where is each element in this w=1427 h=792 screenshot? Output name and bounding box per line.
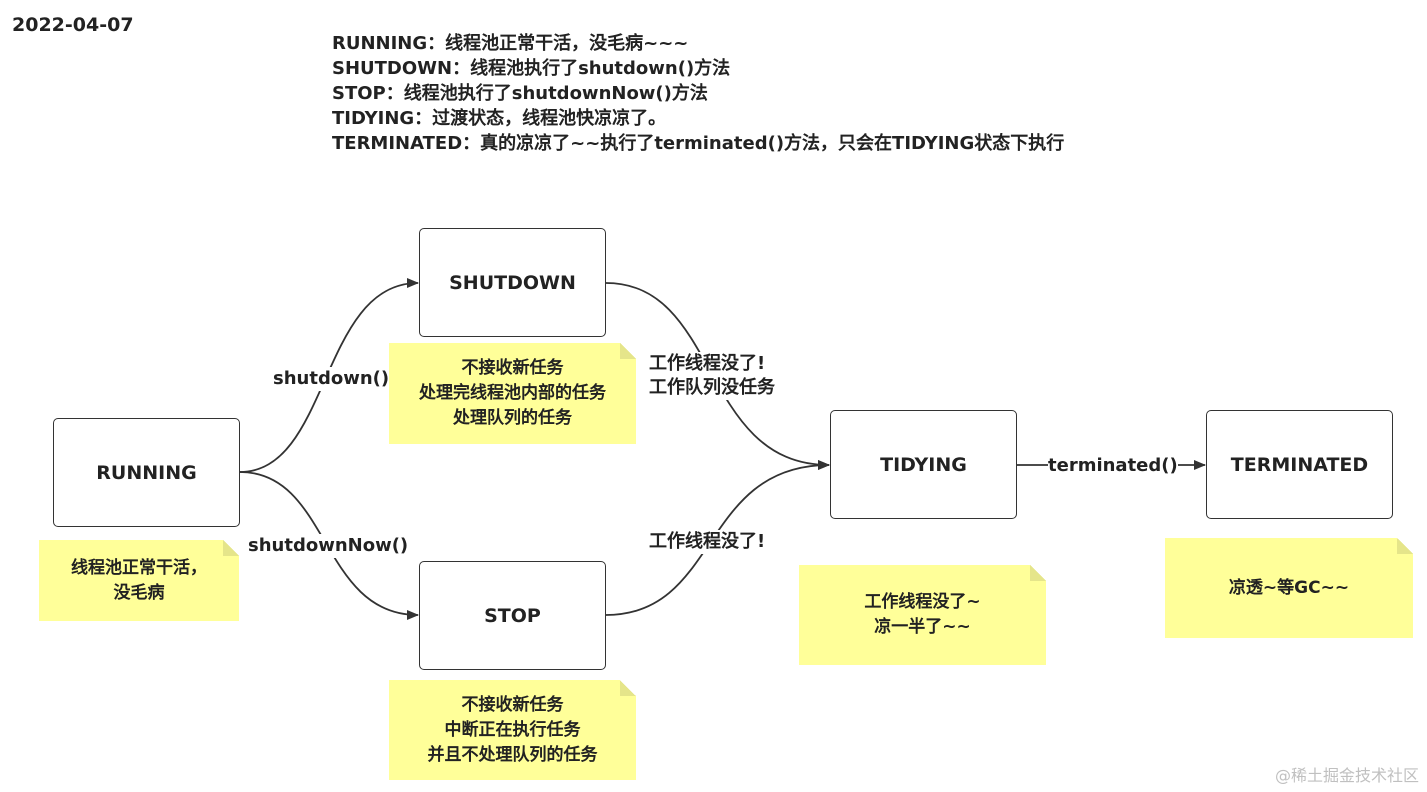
legend-line-terminated: TERMINATED：真的凉凉了~~执行了terminated()方法，只会在T… xyxy=(332,133,1065,154)
state-shutdown-label: SHUTDOWN xyxy=(449,271,576,294)
state-running: RUNNING xyxy=(53,418,240,527)
note-fold-icon xyxy=(620,343,636,359)
edge-label-shutdown-to-tidying: 工作线程没了! 工作队列没任务 xyxy=(649,352,775,400)
note-line: 工作线程没了~ xyxy=(864,592,981,612)
state-shutdown: SHUTDOWN xyxy=(419,228,606,337)
note-tidying: 工作线程没了~ 凉一半了~~ xyxy=(799,565,1046,665)
state-terminated: TERMINATED xyxy=(1206,410,1393,519)
edge-label-shutdownnow: shutdownNow() xyxy=(248,534,409,558)
note-running: 线程池正常干活， 没毛病 xyxy=(39,540,239,621)
legend-line-running: RUNNING：线程池正常干活，没毛病~~~ xyxy=(332,33,689,54)
note-fold-icon xyxy=(1030,565,1046,581)
edge-label-terminated: terminated() xyxy=(1048,454,1178,478)
legend-line-tidying: TIDYING：过渡状态，线程池快凉凉了。 xyxy=(332,108,667,129)
state-stop: STOP xyxy=(419,561,606,670)
note-line: 凉一半了~~ xyxy=(874,617,971,637)
state-tidying: TIDYING xyxy=(830,410,1017,519)
watermark: @稀土掘金技术社区 xyxy=(1274,766,1419,785)
edge-label-line-1: 工作线程没了! xyxy=(649,353,766,374)
note-terminated: 凉透~等GC~~ xyxy=(1165,538,1413,638)
date-label: 2022-04-07 xyxy=(12,14,134,36)
legend-line-stop: STOP：线程池执行了shutdownNow()方法 xyxy=(332,83,708,104)
state-legend: RUNNING：线程池正常干活，没毛病~~~ SHUTDOWN：线程池执行了sh… xyxy=(332,31,1064,156)
note-line: 处理队列的任务 xyxy=(453,408,572,428)
note-shutdown: 不接收新任务 处理完线程池内部的任务 处理队列的任务 xyxy=(389,343,636,444)
state-terminated-label: TERMINATED xyxy=(1230,453,1369,476)
note-fold-icon xyxy=(223,540,239,556)
note-line: 并且不处理队列的任务 xyxy=(427,744,598,765)
note-line: 凉透~等GC~~ xyxy=(1228,577,1350,598)
note-line: 没毛病 xyxy=(113,582,165,603)
note-line: 线程池正常干活， xyxy=(71,557,207,578)
note-line: 处理完线程池内部的任务 xyxy=(419,383,606,403)
note-stop: 不接收新任务 中断正在执行任务 并且不处理队列的任务 xyxy=(389,680,636,780)
legend-line-shutdown: SHUTDOWN：线程池执行了shutdown()方法 xyxy=(332,58,731,79)
edge-label-line-2: 工作队列没任务 xyxy=(649,377,775,398)
note-fold-icon xyxy=(1397,538,1413,554)
edge-label-stop-to-tidying: 工作线程没了! xyxy=(649,530,766,554)
state-running-label: RUNNING xyxy=(96,461,197,484)
state-stop-label: STOP xyxy=(484,604,541,627)
note-line: 不接收新任务 xyxy=(461,694,564,715)
state-tidying-label: TIDYING xyxy=(880,453,967,476)
note-line: 不接收新任务 xyxy=(461,358,564,378)
note-fold-icon xyxy=(620,680,636,696)
edge-label-shutdown: shutdown() xyxy=(273,367,390,391)
note-line: 中断正在执行任务 xyxy=(444,719,581,740)
